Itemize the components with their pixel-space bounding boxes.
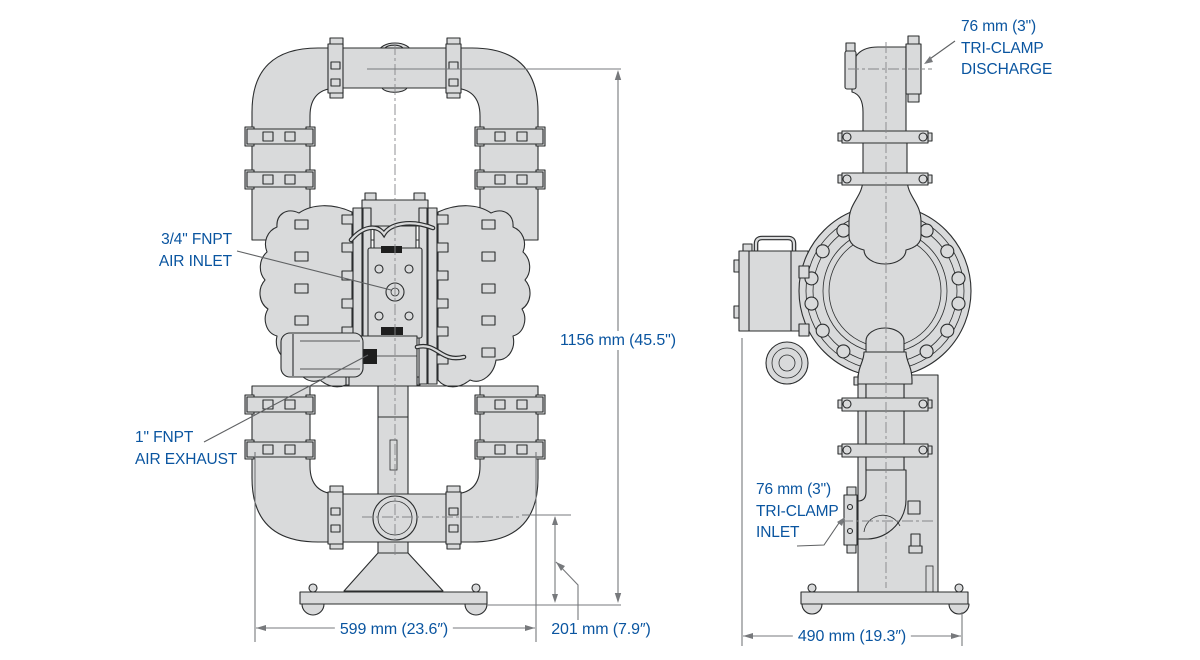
stand — [299, 376, 488, 616]
bottom-manifold — [244, 385, 546, 550]
air-inlet-label: 3/4" FNPT AIR INLET — [116, 229, 232, 272]
clamp — [837, 172, 933, 186]
side-pipe-clamps-upper — [244, 126, 546, 190]
inlet-label: 76 mm (3") TRI-CLAMP INLET — [756, 479, 839, 544]
clamp — [837, 443, 933, 458]
muffler-front — [280, 332, 364, 378]
discharge-elbow — [837, 35, 933, 265]
side-pipe-clamps-lower — [244, 394, 546, 460]
inlet-label-line3: INLET — [756, 524, 800, 541]
air-exhaust-label-line2: AIR EXHAUST — [135, 450, 238, 468]
right-chamber — [437, 205, 531, 388]
foot — [301, 603, 325, 616]
centerlines — [362, 42, 934, 588]
air-exhaust-port — [362, 349, 377, 364]
top-pipe-clamps — [327, 37, 462, 99]
air-inlet-label-line1: 3/4" FNPT — [161, 231, 232, 248]
air-inlet-label-line2: AIR INLET — [158, 252, 232, 270]
discharge-label: 76 mm (3") TRI-CLAMP DISCHARGE — [961, 16, 1052, 81]
discharge-label-line3: DISCHARGE — [961, 61, 1053, 78]
air-inlet-leader — [236, 250, 392, 291]
air-exhaust-label-line1: 1" FNPT — [135, 429, 194, 446]
inlet-elbow — [837, 327, 933, 554]
inlet-label-line2: TRI-CLAMP — [756, 502, 839, 520]
foot — [801, 603, 823, 615]
inlet-label-line1: 76 mm (3") — [756, 481, 832, 498]
discharge-label-line2: TRI-CLAMP — [961, 39, 1044, 57]
front-view — [244, 37, 546, 616]
inlet-height-dimension-label: 201 mm (7.9″) — [546, 620, 656, 639]
foot — [464, 603, 488, 616]
muffler-side — [765, 341, 809, 385]
discharge-leader — [926, 40, 956, 62]
air-exhaust-leader — [203, 354, 369, 443]
leader-lines — [203, 40, 956, 547]
clamp — [327, 37, 344, 99]
dim-inlet-height-201 — [522, 514, 579, 620]
chamber-bolts — [481, 219, 496, 358]
clamp — [837, 130, 933, 144]
foot — [948, 603, 970, 615]
discharge-label-line1: 76 mm (3") — [961, 18, 1037, 35]
tri-clamp-inlet-flange — [843, 494, 858, 546]
side-view — [733, 35, 972, 615]
air-valve-box-side — [733, 235, 818, 385]
bottom-pipe-clamps — [327, 485, 462, 550]
side-width-dimension-label: 490 mm (19.3″) — [792, 627, 912, 646]
inlet-leader — [796, 519, 842, 547]
clamp — [445, 37, 462, 99]
front-width-dimension-label: 599 mm (23.6″) — [334, 620, 454, 639]
air-exhaust-label: 1" FNPT AIR EXHAUST — [135, 427, 237, 470]
height-dimension-label: 1156 mm (45.5") — [555, 331, 681, 350]
clamp — [837, 397, 933, 412]
